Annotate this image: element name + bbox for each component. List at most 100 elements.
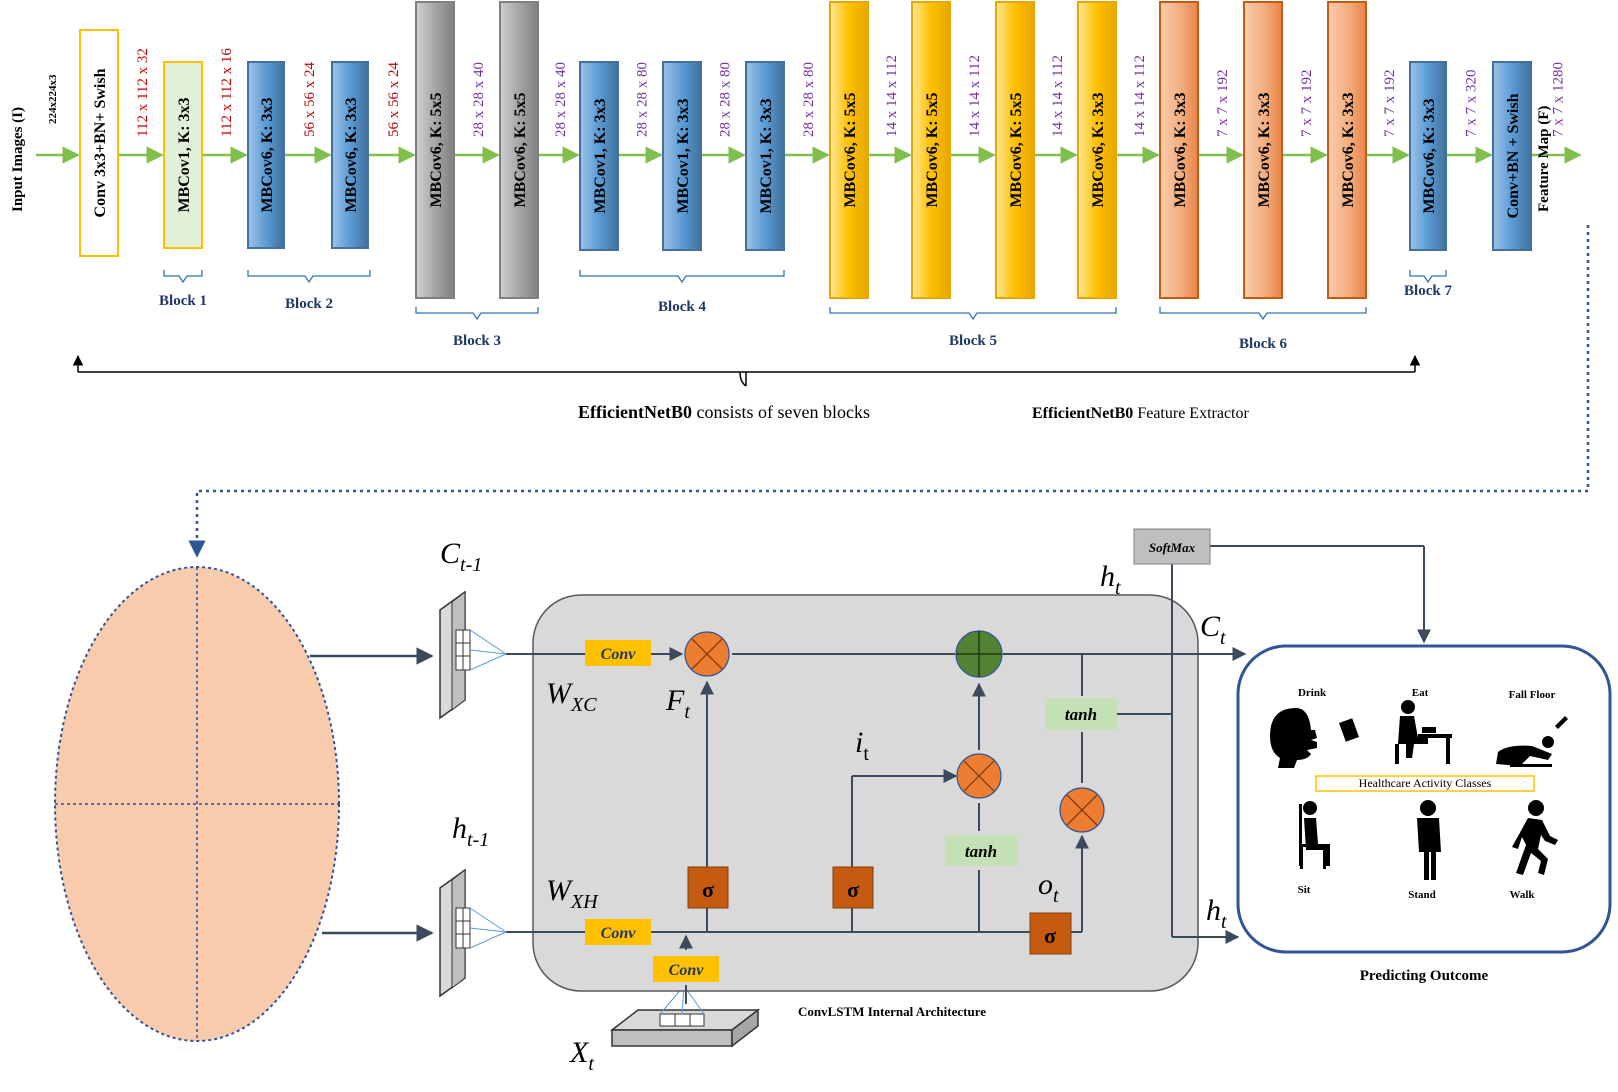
dim-label-2: 56 x 56 x 24 <box>302 62 318 138</box>
class-fall-floor: Fall Floor <box>1509 689 1556 701</box>
layer-box-6 <box>579 61 619 251</box>
dim-label-3: 56 x 56 x 24 <box>386 62 402 138</box>
input-multiply-gate <box>956 753 1002 799</box>
input-dims: 224x224x3 <box>47 74 59 124</box>
c-prev-map <box>439 590 507 720</box>
input-label: Input Images (I) <box>10 107 26 212</box>
label-o-t: ot <box>1038 868 1059 907</box>
stand-icon <box>1417 800 1441 880</box>
output-label: Feature Map (F) <box>1536 106 1552 212</box>
forget-multiply-gate <box>684 631 730 677</box>
layer-box-8 <box>745 61 785 251</box>
svg-text:SoftMax: SoftMax <box>1149 540 1196 555</box>
layer-label-2: MBCov6, K: 3x3 <box>259 97 276 212</box>
softmax-box: SoftMax <box>1133 528 1211 565</box>
dim-label-14: 7 x 7 x 192 <box>1299 70 1315 138</box>
drink-icon <box>1270 708 1359 768</box>
output-multiply-gate <box>1059 787 1105 833</box>
layer-label-8: MBCov1, K: 3x3 <box>758 98 775 213</box>
block-label-4: Block 4 <box>658 299 706 315</box>
class-eat: Eat <box>1412 687 1429 699</box>
outcome-panel <box>1236 644 1612 954</box>
dim-label-1: 112 x 112 x 16 <box>219 48 235 137</box>
svg-text:Conv: Conv <box>601 646 637 663</box>
layer-box-11 <box>995 1 1035 299</box>
dim-label-9: 14 x 14 x 112 <box>884 55 900 137</box>
label-h-t-top: ht <box>1100 560 1121 599</box>
block-label-1: Block 1 <box>159 293 207 309</box>
layer-label-17: Conv+BN + Swish <box>1505 93 1522 218</box>
walk-icon <box>1512 800 1558 875</box>
convlstm-wires <box>506 545 1431 1004</box>
label-h-prev: ht-1 <box>452 812 489 851</box>
svg-text:Conv: Conv <box>669 962 705 979</box>
block-bracket-5 <box>829 307 1117 321</box>
layer-label-6: MBCov1, K: 3x3 <box>592 98 609 213</box>
sigma-output: σ <box>1029 912 1072 955</box>
block-bracket-3 <box>415 307 539 321</box>
layer-box-13 <box>1159 1 1199 299</box>
layer-label-4: MBCov6, K: 5x5 <box>428 92 445 207</box>
layer-label-14: MBCov6, K: 3x3 <box>1256 92 1273 207</box>
efficientnet-bracket <box>72 354 1421 387</box>
layer-box-4 <box>415 1 455 299</box>
classes-label-box <box>1315 775 1535 792</box>
block-label-6: Block 6 <box>1239 336 1287 352</box>
class-sit: Sit <box>1298 884 1311 896</box>
block-label-3: Block 3 <box>453 333 501 349</box>
svg-text:σ: σ <box>1044 923 1056 948</box>
layer-label-1: MBCov1, K: 3x3 <box>176 97 193 212</box>
dim-label-0: 112 x 112 x 32 <box>135 48 151 137</box>
feature-map-connector <box>188 225 1590 558</box>
layer-box-2 <box>247 61 285 249</box>
block-bracket-4 <box>579 270 785 284</box>
dim-label-6: 28 x 28 x 80 <box>635 62 651 137</box>
conv-box-wxc: Conv <box>585 640 651 666</box>
label-x-t: Xt <box>569 1036 594 1075</box>
label-c-prev: Ct-1 <box>440 537 482 576</box>
dim-label-5: 28 x 28 x 40 <box>553 62 569 137</box>
fall-floor-icon <box>1496 716 1568 767</box>
h-prev-map <box>439 868 507 998</box>
sit-icon <box>1299 801 1330 869</box>
class-drink: Drink <box>1298 687 1327 699</box>
efficientnet-layers: Conv 3x3+BN+ Swish MBCov1, K: 3x3 MBCov6, … <box>36 1 1582 352</box>
layer-label-12: MBCov6, K: 3x3 <box>1090 92 1107 207</box>
label-c-t: Ct <box>1200 610 1226 649</box>
layer-label-3: MBCov6, K: 3x3 <box>343 97 360 212</box>
layer-box-16 <box>1409 61 1447 251</box>
layer-label-0: Conv 3x3+BN+ Swish <box>92 68 109 217</box>
conv-box-xt: Conv <box>653 956 719 982</box>
class-walk: Walk <box>1509 889 1535 901</box>
layer-label-15: MBCov6, K: 3x3 <box>1340 92 1357 207</box>
dim-label-13: 7 x 7 x 192 <box>1215 70 1231 138</box>
dim-label-10: 14 x 14 x 112 <box>967 55 983 137</box>
layer-box-0 <box>79 29 119 257</box>
block-label-7: Block 7 <box>1404 283 1452 299</box>
feature-ellipse <box>54 566 340 1042</box>
layer-label-10: MBCov6, K: 5x5 <box>924 92 941 207</box>
layer-label-5: MBCov6, K: 5x5 <box>512 92 529 207</box>
layer-label-11: MBCov6, K: 5x5 <box>1008 92 1025 207</box>
dim-label-15: 7 x 7 x 192 <box>1382 70 1398 138</box>
block-bracket-7 <box>1409 270 1447 284</box>
layer-box-14 <box>1243 1 1283 299</box>
block-label-2: Block 2 <box>285 296 333 312</box>
tanh-output: tanh <box>1045 698 1117 730</box>
layer-box-5 <box>499 1 539 299</box>
outcome-title: Predicting Outcome <box>1360 968 1489 984</box>
layer-label-9: MBCov6, K: 5x5 <box>842 92 859 207</box>
block-label-5: Block 5 <box>949 333 997 349</box>
caption-right: EfficientNetB0 Feature Extractor <box>1032 405 1249 422</box>
label-f-t: Ft <box>665 684 690 723</box>
label-h-t-bottom: ht <box>1206 894 1227 933</box>
layer-box-7 <box>662 61 702 251</box>
tanh-candidate: tanh <box>945 835 1017 866</box>
layer-box-15 <box>1327 1 1367 299</box>
layer-label-13: MBCov6, K: 3x3 <box>1172 92 1189 207</box>
caption-left: EfficientNetB0 consists of seven blocks <box>578 402 870 422</box>
dim-label-8: 28 x 28 x 80 <box>801 62 817 137</box>
class-stand: Stand <box>1408 889 1436 901</box>
svg-text:tanh: tanh <box>1065 705 1097 724</box>
